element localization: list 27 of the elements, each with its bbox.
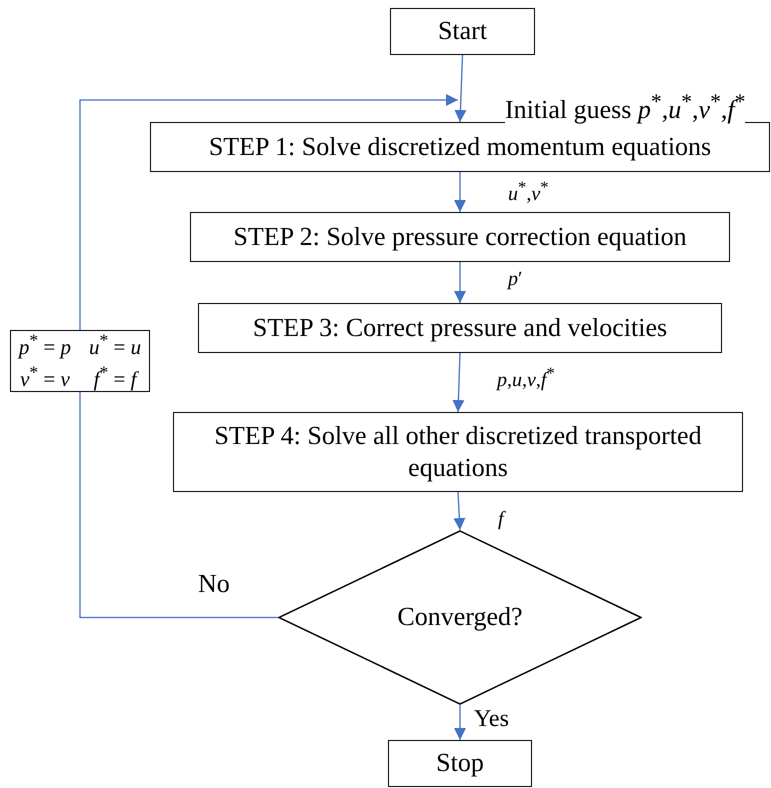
node-label: STEP 3: Correct pressure and velocities (252, 312, 668, 344)
process-box (150, 122, 770, 172)
arrow (453, 492, 466, 530)
process-box (388, 740, 532, 787)
node-label: Stop (436, 747, 484, 780)
node-label: Start (438, 15, 488, 48)
arrow (454, 262, 466, 303)
arrow (452, 352, 464, 412)
edge-label: f (498, 508, 504, 530)
process-box (390, 8, 535, 55)
arrow (454, 172, 466, 212)
node-label: Converged? (397, 601, 523, 634)
equation: p$^{*}$ = p (18, 328, 71, 361)
process-box (173, 412, 743, 492)
equation: v$^{*}$ = v (19, 361, 71, 393)
process-box (198, 303, 722, 353)
update-box (10, 330, 150, 392)
arrow (79, 94, 458, 330)
equation: f$^{*}$ = f (89, 361, 142, 394)
arrow (454, 54, 466, 122)
node-label: STEP 1: Solve discretized momentum equations (208, 130, 712, 163)
node-label: STEP 4: Solve all other discretized transported equations (213, 420, 703, 484)
process-box (190, 212, 730, 262)
equation: u$^{*}$ = u (89, 328, 142, 361)
decision-diamond (278, 530, 642, 705)
arrow (454, 705, 466, 740)
node-label: STEP 2: Solve pressure correction equation (233, 220, 687, 253)
